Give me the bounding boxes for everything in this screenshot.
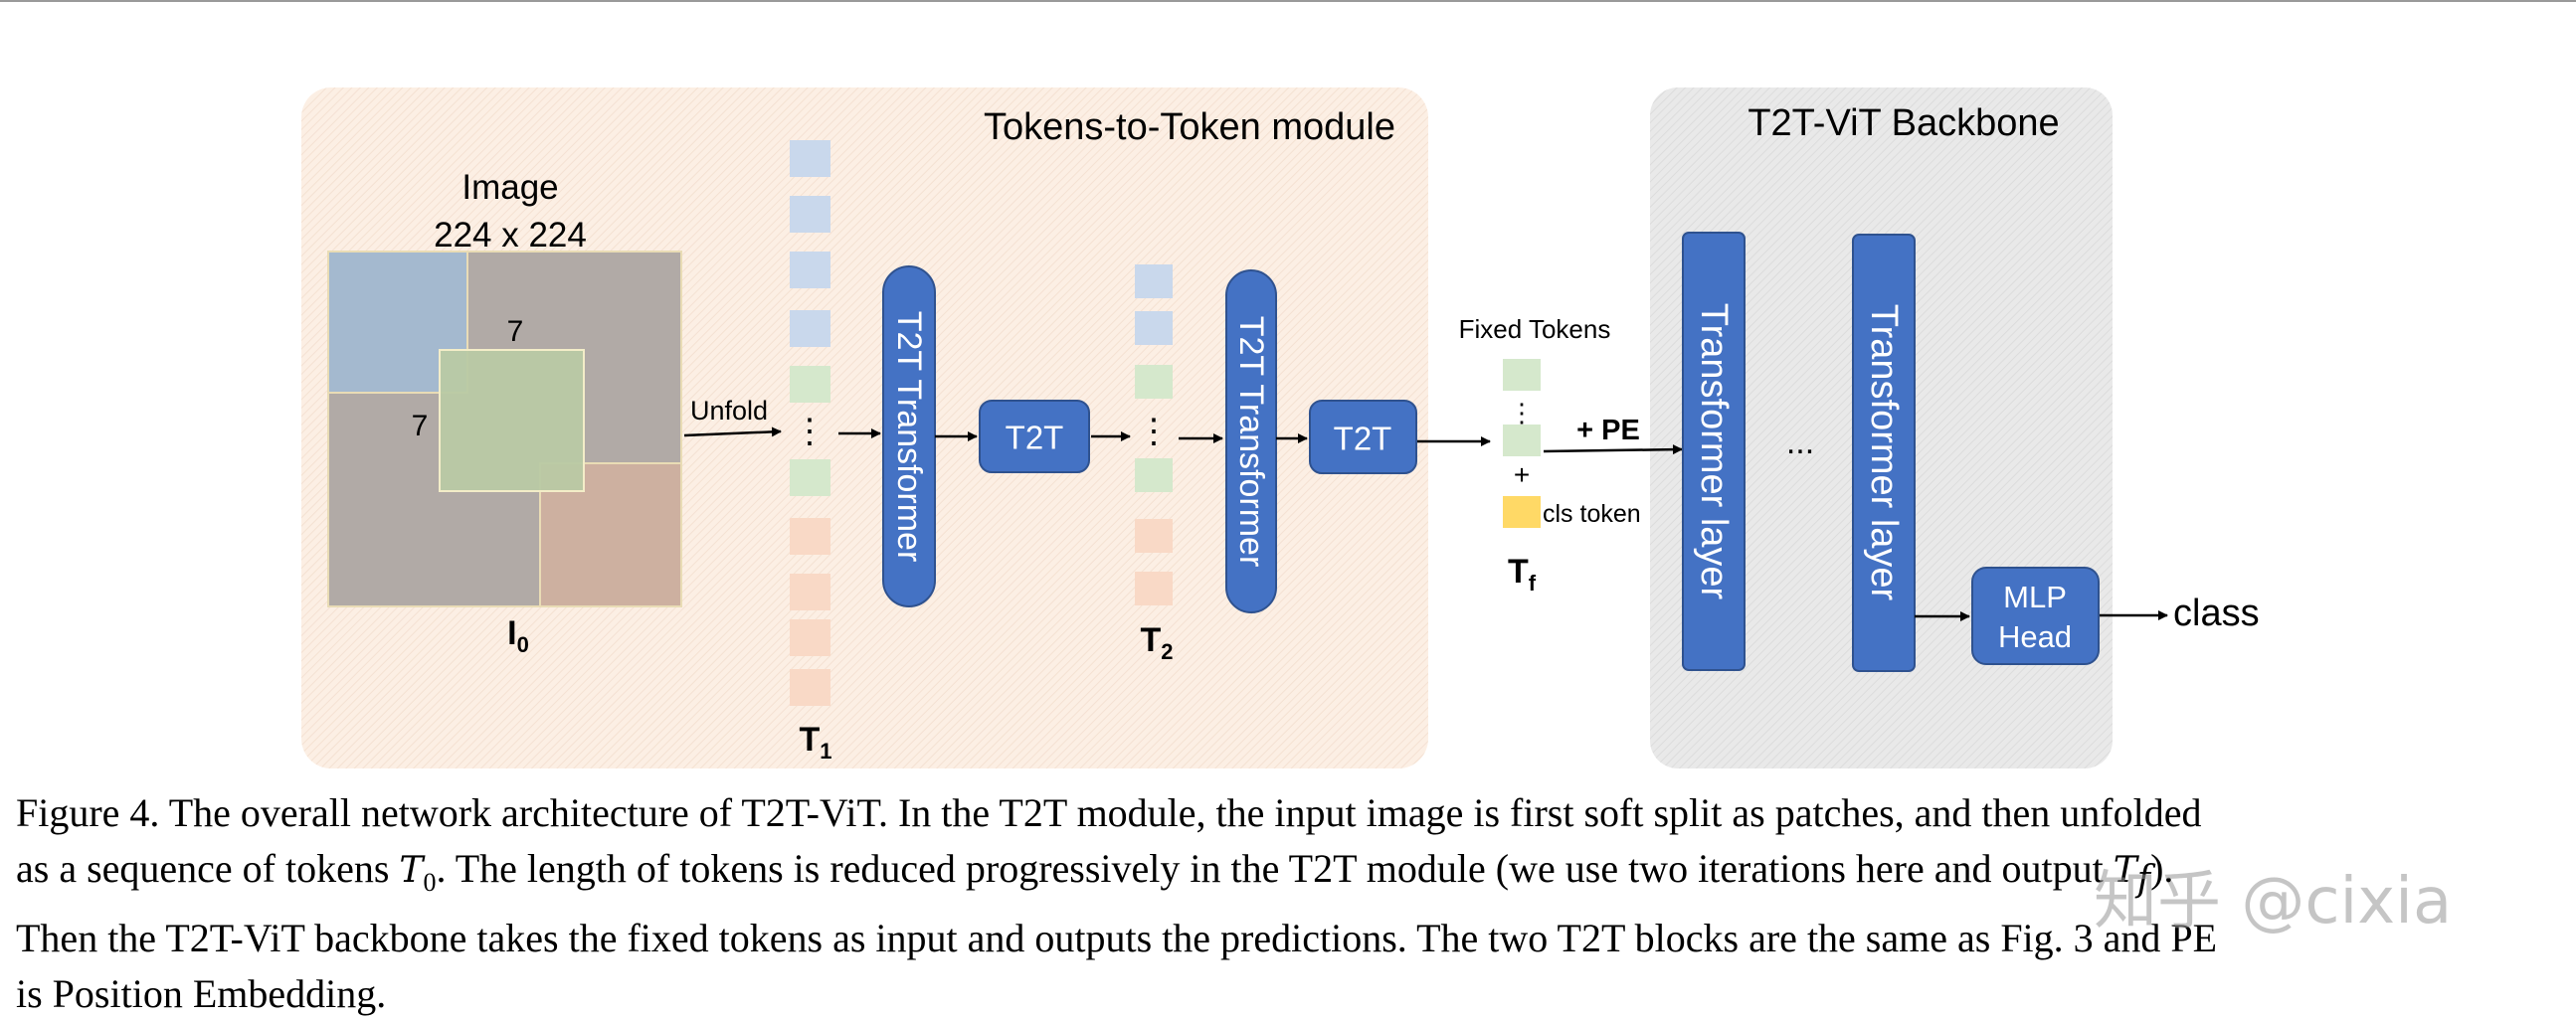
plus-label: + [1514,459,1530,490]
t1-token [790,669,830,706]
t1-token [790,196,830,233]
backbone-title: T2T-ViT Backbone [1748,102,2059,144]
cls-token [1503,496,1541,528]
tf-label: Tf [1508,553,1537,596]
t1-token [790,366,830,403]
t2-token [1135,311,1173,345]
t2-tokens [1135,264,1173,605]
t2-vdots: ⋮ [1137,413,1171,450]
i0-label: I0 [507,614,529,657]
transformer-layer-label-2: Transformer layer [1863,304,1905,601]
layer-ellipsis: ... [1786,424,1814,461]
t2t-block-1 [979,400,1090,473]
t1-token [790,619,830,656]
t2-token [1135,519,1173,553]
kernel-width-label: 7 [507,315,524,348]
t2t-transformer-label-2: T2T Transformer [1232,316,1270,568]
t2t-transformer-label-1: T2T Transformer [890,311,928,563]
t2-token [1135,264,1173,298]
image-size: 224 x 224 [434,216,587,255]
fixed-token [1503,425,1541,456]
t1-token [790,252,830,288]
watermark: 知乎 @cixia [2094,865,2453,938]
class-label: class [2173,593,2260,634]
mlp-head-label-line2: Head [1998,619,2072,654]
t1-token [790,140,830,177]
t2-token [1135,365,1173,399]
caption-line-4: is Position Embedding. [16,971,387,1016]
t2-label: T2 [1140,621,1173,664]
t1-token [790,459,830,496]
t1-vdots: ⋮ [793,413,827,450]
transformer-layer-label-1: Transformer layer [1693,303,1735,600]
fixed-vdots: ⋮ [1509,398,1535,427]
patch-green [439,349,585,492]
t2-token [1135,458,1173,492]
caption-line-1: Figure 4. The overall network architectu… [16,790,2202,835]
t2t-block-2 [1309,400,1417,474]
mlp-head-label-line1: MLP [2003,580,2067,614]
t1-label: T1 [799,721,831,764]
caption-line-2: as a sequence of tokens T0. The length o… [16,846,2174,900]
pe-arrow [1543,444,1683,455]
t1-token [790,310,830,347]
architecture-diagram: Tokens-to-Token module T2T-ViT Backbone … [301,87,2260,768]
t2t-label-1: T2T [1006,420,1064,456]
transformer-layer-block-2 [1852,234,1916,672]
mlp-head-block [1971,567,2100,665]
t2t-transformer-block-2 [1225,269,1277,613]
unfold-arrow [683,426,782,437]
t2t-label-2: T2T [1334,421,1392,457]
top-rule [0,0,2576,2]
t2-token [1135,572,1173,605]
caption-line-3: Then the T2T-ViT backbone takes the fixe… [16,916,2218,960]
t1-tokens [790,140,830,706]
transformer-layer-block-1 [1682,232,1746,671]
fixed-tokens-label: Fixed Tokens [1459,314,1611,344]
t1-token [790,574,830,610]
t2t-module-title: Tokens-to-Token module [984,106,1395,148]
t1-token [790,518,830,555]
unfold-label: Unfold [690,396,768,426]
pe-label: + PE [1576,415,1640,446]
kernel-height-label: 7 [412,410,429,442]
fixed-token [1503,359,1541,391]
cls-token-label: cls token [1543,500,1641,528]
figure-caption: Figure 4. The overall network architectu… [16,785,2562,1022]
input-image [327,251,682,607]
image-label: Image [461,168,558,207]
